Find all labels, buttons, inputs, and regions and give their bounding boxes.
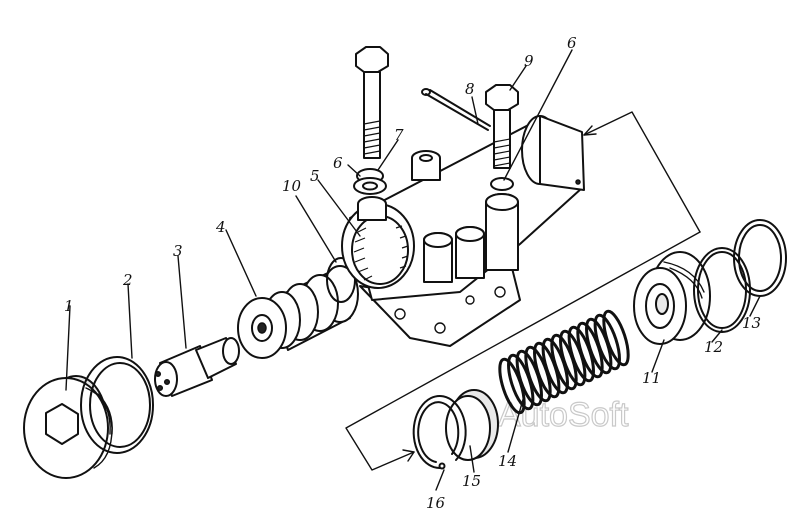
label-7: 7	[394, 126, 404, 144]
watermark: AutoSoft	[498, 396, 629, 434]
label-5: 5	[310, 167, 320, 185]
label-9: 9	[524, 52, 534, 70]
part-14-spring	[498, 309, 630, 415]
part-4-piston	[237, 265, 359, 359]
label-3: 3	[173, 242, 183, 260]
label-4: 4	[215, 218, 226, 236]
part-10-seal-ring	[326, 257, 356, 303]
label-15: 15	[462, 472, 481, 490]
label-14: 14	[498, 452, 517, 470]
part-2-gasket	[80, 356, 154, 454]
assembly-arrows	[345, 111, 701, 471]
label-8: 8	[465, 80, 475, 98]
label-12: 12	[704, 338, 723, 356]
part-labels: 1 2 3 4 5 6 6 7 8 9 10 11 12 13 14 15 16	[64, 34, 761, 512]
label-13: 13	[742, 314, 761, 332]
spring-coil	[593, 313, 621, 371]
label-6-left: 6	[333, 154, 343, 172]
part-16-snap-ring	[412, 395, 467, 470]
part-3-valve-stem	[154, 337, 240, 397]
label-2: 2	[122, 271, 133, 289]
label-1: 1	[64, 297, 74, 315]
label-6-right: 6	[567, 34, 577, 52]
label-11: 11	[642, 369, 661, 387]
leader-lines	[65, 49, 761, 491]
part-13-ring	[733, 219, 787, 297]
part-11-spring-seat	[633, 251, 711, 345]
label-10: 10	[282, 177, 302, 195]
part-5-housing	[341, 115, 585, 347]
part-6-washer-left	[353, 168, 387, 195]
part-8-cotter-pin	[421, 88, 491, 131]
spring-coil	[602, 309, 630, 367]
part-7-bolt	[355, 46, 389, 159]
part-1-hex-plug	[23, 375, 113, 479]
part-6-washer-right	[490, 177, 514, 191]
label-16: 16	[426, 494, 446, 512]
part-9-bolt	[485, 84, 519, 169]
